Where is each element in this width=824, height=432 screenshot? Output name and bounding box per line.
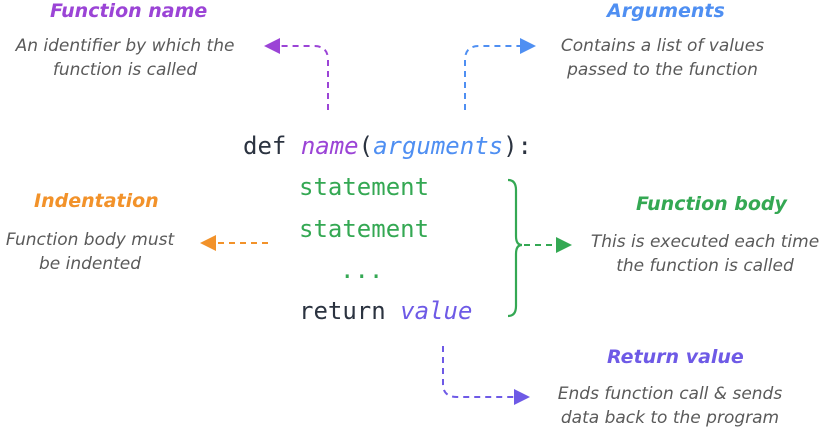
function-name-arrow bbox=[264, 38, 329, 110]
code-arguments: arguments bbox=[373, 132, 504, 160]
arguments-desc-line2: passed to the function bbox=[567, 60, 758, 80]
def-keyword: def bbox=[243, 132, 287, 160]
indentation-desc-line2: be indented bbox=[38, 254, 142, 274]
code-return-line: return value bbox=[299, 297, 472, 325]
indentation-desc-line1: Function body must bbox=[5, 230, 175, 250]
code-statement-2: statement bbox=[299, 215, 430, 243]
arguments-description: Contains a list of values passed to the … bbox=[540, 34, 785, 82]
function-body-brace bbox=[507, 178, 523, 318]
function-body-desc-line1: This is executed each time bbox=[590, 232, 820, 252]
arguments-arrow bbox=[464, 38, 536, 110]
arguments-desc-line1: Contains a list of values bbox=[560, 36, 765, 56]
code-function-name: name bbox=[300, 132, 359, 160]
code-statement-1: statement bbox=[299, 173, 430, 201]
indentation-title: Indentation bbox=[34, 190, 159, 212]
function-name-desc-line2: function is called bbox=[52, 60, 198, 80]
code-return-value: value bbox=[400, 297, 473, 325]
function-body-title: Function body bbox=[636, 193, 787, 215]
code-def-line: def name(arguments): bbox=[243, 132, 532, 160]
function-name-title: Function name bbox=[50, 0, 208, 22]
code-ellipsis: ... bbox=[340, 256, 384, 284]
return-value-desc-line2: data back to the program bbox=[560, 408, 780, 428]
arguments-title: Arguments bbox=[607, 0, 725, 22]
indentation-description: Function body must be indented bbox=[0, 228, 180, 276]
function-name-description: An identifier by which the function is c… bbox=[0, 34, 250, 82]
function-body-description: This is executed each time the function … bbox=[586, 230, 824, 278]
return-value-arrow bbox=[442, 346, 530, 405]
function-body-desc-line2: the function is called bbox=[616, 256, 794, 276]
return-keyword: return bbox=[299, 297, 386, 325]
return-value-description: Ends function call & sends data back to … bbox=[548, 382, 792, 430]
return-value-desc-line1: Ends function call & sends bbox=[557, 384, 783, 404]
code-open-paren: ( bbox=[358, 132, 374, 160]
code-close-colon: ): bbox=[503, 132, 533, 160]
return-value-title: Return value bbox=[607, 346, 744, 368]
function-name-desc-line1: An identifier by which the bbox=[15, 36, 235, 56]
